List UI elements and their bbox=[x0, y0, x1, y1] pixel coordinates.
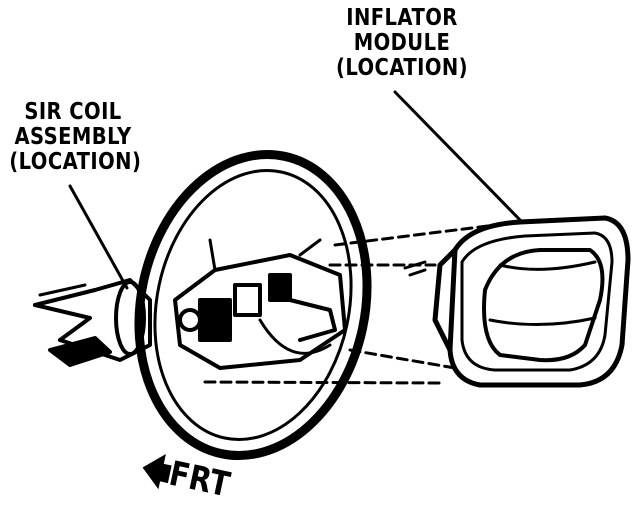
steering-column bbox=[33, 278, 152, 367]
inflator-leader-line bbox=[393, 90, 524, 224]
inflator-module-label: INFLATOR MODULE (LOCATION) bbox=[334, 6, 470, 81]
steering-wheel-diagram bbox=[33, 90, 631, 460]
sir-label-line-3: (LOCATION) bbox=[9, 149, 142, 175]
front-direction-indicator: FRT bbox=[135, 446, 263, 519]
steering-wheel-rim bbox=[134, 150, 372, 460]
front-arrow-icon bbox=[142, 454, 172, 490]
front-label: FRT bbox=[165, 453, 234, 506]
sir-coil-assembly-label: SIR COIL ASSEMBLY (LOCATION) bbox=[9, 99, 142, 175]
inflator-label-line-1: INFLATOR bbox=[346, 5, 458, 31]
sir-label-line-1: SIR COIL bbox=[24, 99, 122, 125]
steering-wheel-hub bbox=[173, 238, 347, 370]
sir-coil-leader-line bbox=[68, 184, 129, 290]
inflator-label-line-2: MODULE bbox=[353, 30, 451, 56]
inflator-module bbox=[403, 215, 631, 388]
sir-label-line-2: ASSEMBLY bbox=[14, 124, 132, 150]
inflator-label-line-3: (LOCATION) bbox=[335, 55, 469, 81]
